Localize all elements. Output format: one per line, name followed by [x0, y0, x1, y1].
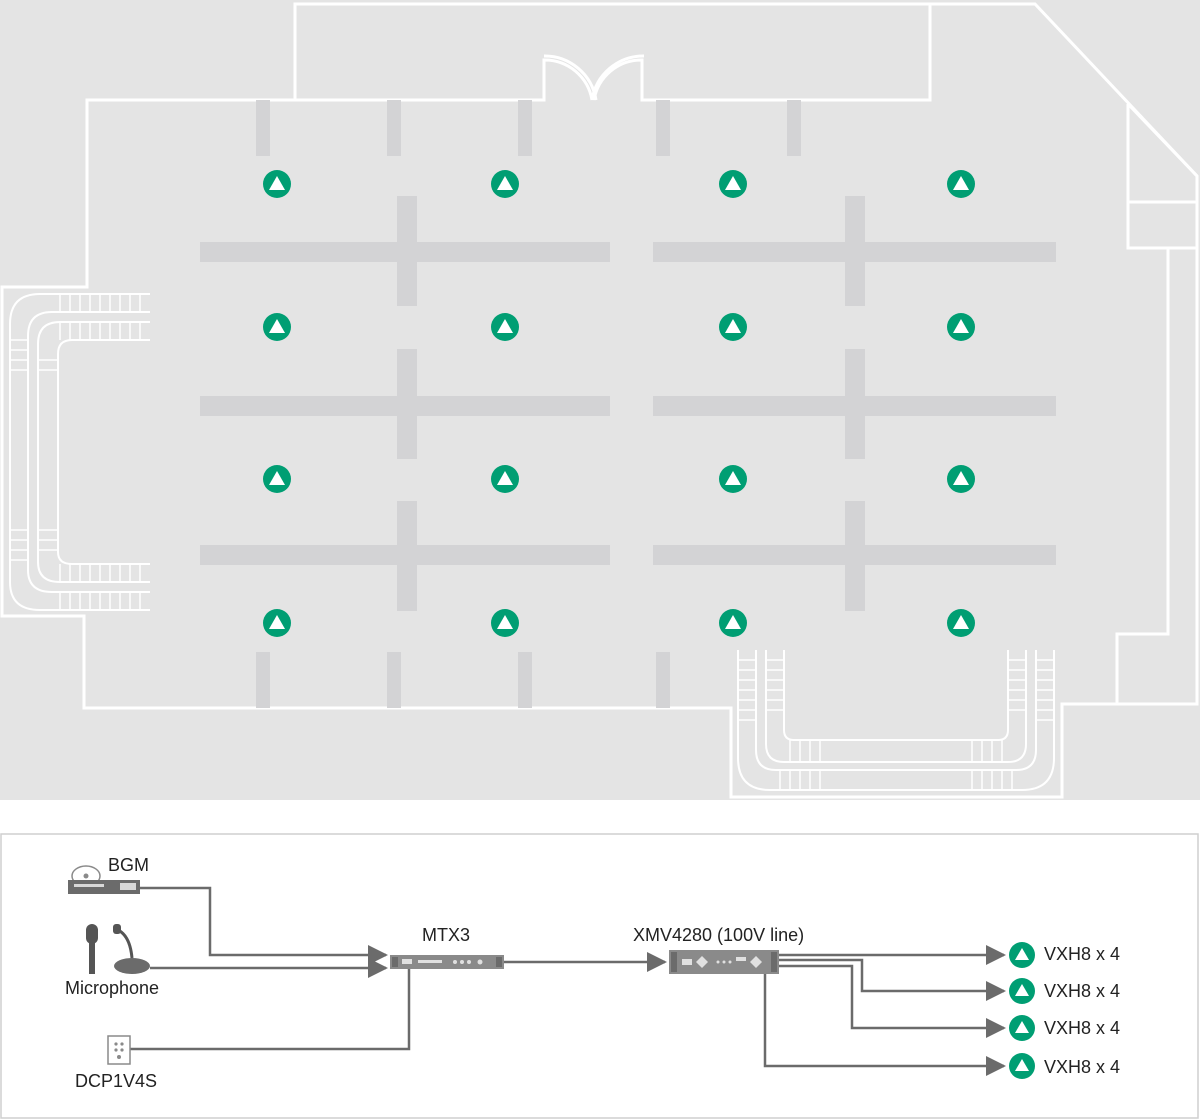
staircase-left [9, 293, 150, 611]
microphone-label: Microphone [65, 978, 159, 998]
output-speaker-4 [1009, 1053, 1035, 1079]
output-line-3 [778, 964, 1006, 1038]
speaker-triangle-icon [497, 471, 513, 485]
ceiling-speaker [491, 465, 519, 493]
speaker-triangle-icon [725, 176, 741, 190]
furniture [200, 100, 1056, 708]
speaker-triangle-icon [953, 176, 969, 190]
cd-player-icon [68, 865, 140, 894]
floor-plan [0, 0, 1200, 800]
speaker-triangle-icon [953, 319, 969, 333]
ceiling-speaker [947, 609, 975, 637]
door-arc-right [590, 54, 645, 101]
output-line-2 [778, 958, 1006, 1001]
speaker-triangle-icon [725, 615, 741, 629]
speaker-triangle-icon [497, 615, 513, 629]
speaker-triangle-icon [269, 615, 285, 629]
wall-controller-icon [107, 1035, 131, 1065]
ceiling-speaker [947, 465, 975, 493]
speaker-triangle-icon [269, 176, 285, 190]
speaker-triangle-icon [725, 319, 741, 333]
ceiling-speakers [263, 170, 975, 637]
output-label-3: VXH8 x 4 [1044, 1018, 1120, 1038]
output-label-1: VXH8 x 4 [1044, 944, 1120, 964]
output-speaker-3 [1009, 1015, 1035, 1041]
speaker-triangle-icon [953, 615, 969, 629]
staircase-bottom [737, 650, 1055, 791]
ceiling-speaker [719, 313, 747, 341]
stair-treads-left [10, 294, 141, 610]
ceiling-speaker [491, 313, 519, 341]
bgm-label: BGM [108, 855, 149, 875]
handheld-mic-icon [86, 924, 98, 974]
speaker-triangle-icon [1015, 1021, 1029, 1033]
ceiling-speaker [947, 313, 975, 341]
output-speaker-2 [1009, 978, 1035, 1004]
dcp-label: DCP1V4S [75, 1071, 157, 1091]
ceiling-speaker [719, 609, 747, 637]
speaker-triangle-icon [497, 176, 513, 190]
ceiling-speaker [491, 170, 519, 198]
desk-mic-icon [113, 924, 150, 974]
dcp-line [130, 968, 411, 1051]
ceiling-speaker [263, 170, 291, 198]
ceiling-speaker [947, 170, 975, 198]
output-label-4: VXH8 x 4 [1044, 1057, 1120, 1077]
outer-wall [0, 2, 1199, 799]
right-annex-wall [1115, 102, 1199, 704]
speaker-triangle-icon [725, 471, 741, 485]
ceiling-speaker [263, 465, 291, 493]
speaker-triangle-icon [1015, 984, 1029, 996]
rack-amplifier-icon [669, 950, 779, 974]
room-walls [0, 2, 1199, 799]
output-label-2: VXH8 x 4 [1044, 981, 1120, 1001]
upper-room-wall [293, 4, 932, 102]
speaker-triangle-icon [953, 471, 969, 485]
bgm-line [140, 886, 388, 965]
amplifier-label: XMV4280 (100V line) [633, 925, 804, 945]
speaker-triangle-icon [269, 319, 285, 333]
speaker-triangle-icon [1015, 948, 1029, 960]
signal-lines [130, 886, 1006, 1076]
output-speaker-1 [1009, 942, 1035, 968]
rack-processor-icon [390, 955, 504, 969]
diagram-frame [0, 833, 1199, 1119]
processor-label: MTX3 [422, 925, 470, 945]
output-line-4 [763, 970, 1006, 1076]
ceiling-speaker [719, 465, 747, 493]
speaker-triangle-icon [497, 319, 513, 333]
speaker-triangle-icon [1015, 1059, 1029, 1071]
ceiling-speaker [491, 609, 519, 637]
speaker-triangle-icon [269, 471, 285, 485]
ceiling-speaker [263, 313, 291, 341]
ceiling-speaker [263, 609, 291, 637]
stair-treads-bottom [738, 659, 1054, 790]
ceiling-speaker [719, 170, 747, 198]
